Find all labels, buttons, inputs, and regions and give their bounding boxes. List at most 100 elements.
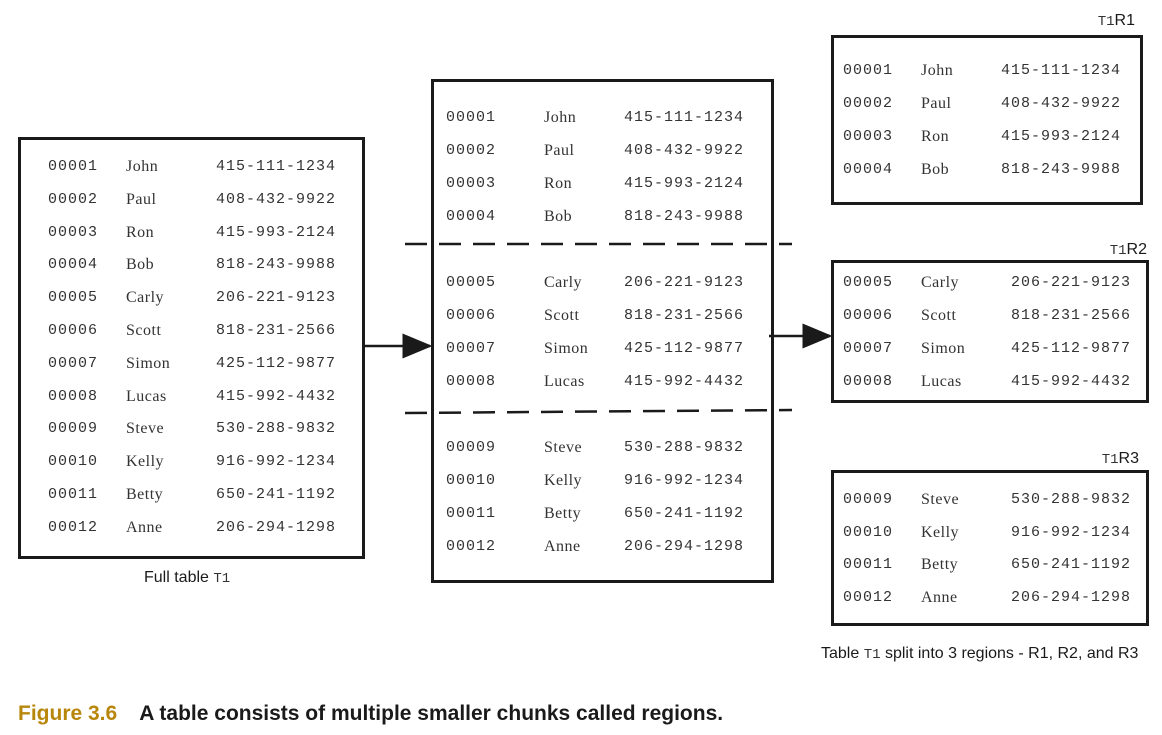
row-id: 00008 [446,373,497,390]
row-name: John [126,158,159,175]
row-name: Anne [921,589,958,607]
row-id: 00005 [48,289,99,307]
row-name: Scott [544,307,580,324]
row-name: Ron [921,128,950,145]
row-name: Steve [126,420,165,438]
split-caption-prefix: Table [821,645,864,662]
row-phone: 530-288-9832 [216,420,337,438]
region-label-r3-code: T1 [1101,452,1119,468]
row-phone: 206-294-1298 [216,518,337,536]
row-id: 00008 [843,373,894,390]
region-label-r3-name: R3 [1118,450,1139,467]
row-id: 00010 [446,472,497,489]
row-id: 00012 [446,538,497,555]
figure-number: Figure 3.6 [18,702,118,725]
row-id: 00006 [843,307,894,324]
region-label-r2-code: T1 [1109,243,1127,259]
row-phone: 818-243-9988 [1001,161,1122,178]
row-phone: 818-231-2566 [624,307,745,324]
row-name: Simon [126,354,171,372]
row-id: 00012 [843,589,894,607]
row-id: 00009 [843,491,894,508]
row-phone: 408-432-9922 [624,142,745,159]
row-phone: 916-992-1234 [216,453,337,471]
row-id: 00002 [446,142,497,159]
row-id: 00005 [446,274,497,291]
row-id: 00003 [446,175,497,192]
row-id: 00011 [843,556,894,574]
row-phone: 425-112-9877 [216,354,337,372]
row-name: Steve [544,439,583,456]
row-name: Scott [921,307,957,324]
row-name: Anne [544,538,581,555]
region-r3: 00009 Steve 530-288-9832 00010 Kelly 916-992-… [831,470,1149,626]
split-caption-suffix: split into 3 regions - R1, R2, and R3 [880,645,1139,662]
row-name: Betty [544,505,582,522]
row-phone: 415-993-2124 [216,223,337,241]
row-name: Kelly [544,472,583,489]
region-label-r1-code: T1 [1097,14,1115,30]
row-name: Ron [544,175,573,192]
split-caption-code: T1 [863,647,881,663]
row-name: Kelly [921,523,960,541]
row-id: 00006 [446,307,497,324]
split-caption: Table T1 split into 3 regions - R1, R2, … [821,645,1138,663]
row-phone: 415-111-1234 [216,158,337,175]
row-name: Bob [126,256,155,274]
row-name: Betty [921,556,959,574]
region-label-r2-name: R2 [1126,241,1147,258]
row-name: Carly [126,289,165,307]
row-phone: 818-231-2566 [1011,307,1132,324]
row-id: 00006 [48,322,99,339]
row-name: Lucas [921,373,962,390]
row-name: Carly [921,274,960,291]
row-name: Simon [544,340,589,357]
row-name: Paul [544,142,575,159]
row-phone: 530-288-9832 [624,439,745,456]
row-name: Lucas [544,373,585,390]
row-id: 00011 [48,486,99,503]
row-name: John [921,62,954,79]
row-phone: 425-112-9877 [624,340,745,357]
row-phone: 530-288-9832 [1011,491,1132,508]
row-id: 00010 [843,523,894,541]
row-phone: 408-432-9922 [1001,95,1122,112]
row-name: Steve [921,491,960,508]
row-name: Scott [126,322,162,339]
row-phone: 206-221-9123 [1011,274,1132,291]
row-id: 00002 [843,95,894,112]
split-line-2 [404,408,793,415]
row-id: 00004 [48,256,99,274]
row-phone: 408-432-9922 [216,190,337,208]
row-phone: 415-111-1234 [624,109,745,126]
row-name: Simon [921,340,966,357]
row-name: Paul [921,95,952,112]
row-id: 00010 [48,453,99,471]
row-id: 00005 [843,274,894,291]
row-phone: 916-992-1234 [1011,523,1132,541]
row-id: 00008 [48,387,99,405]
row-phone: 425-112-9877 [1011,340,1132,357]
row-phone: 415-992-4432 [624,373,745,390]
row-id: 00004 [843,161,894,178]
row-phone: 818-231-2566 [216,322,337,339]
row-name: Lucas [126,387,167,405]
row-id: 00009 [48,420,99,438]
row-phone: 206-294-1298 [1011,589,1132,607]
row-name: Paul [126,190,157,208]
row-id: 00012 [48,518,99,536]
row-phone: 415-992-4432 [216,387,337,405]
row-id: 00002 [48,190,99,208]
row-phone: 650-241-1192 [624,505,745,522]
row-id: 00011 [446,505,497,522]
row-phone: 206-294-1298 [624,538,745,555]
row-name: John [544,109,577,126]
row-phone: 818-243-9988 [216,256,337,274]
row-id: 00004 [446,208,497,225]
row-id: 00003 [843,128,894,145]
row-phone: 415-993-2124 [624,175,745,192]
